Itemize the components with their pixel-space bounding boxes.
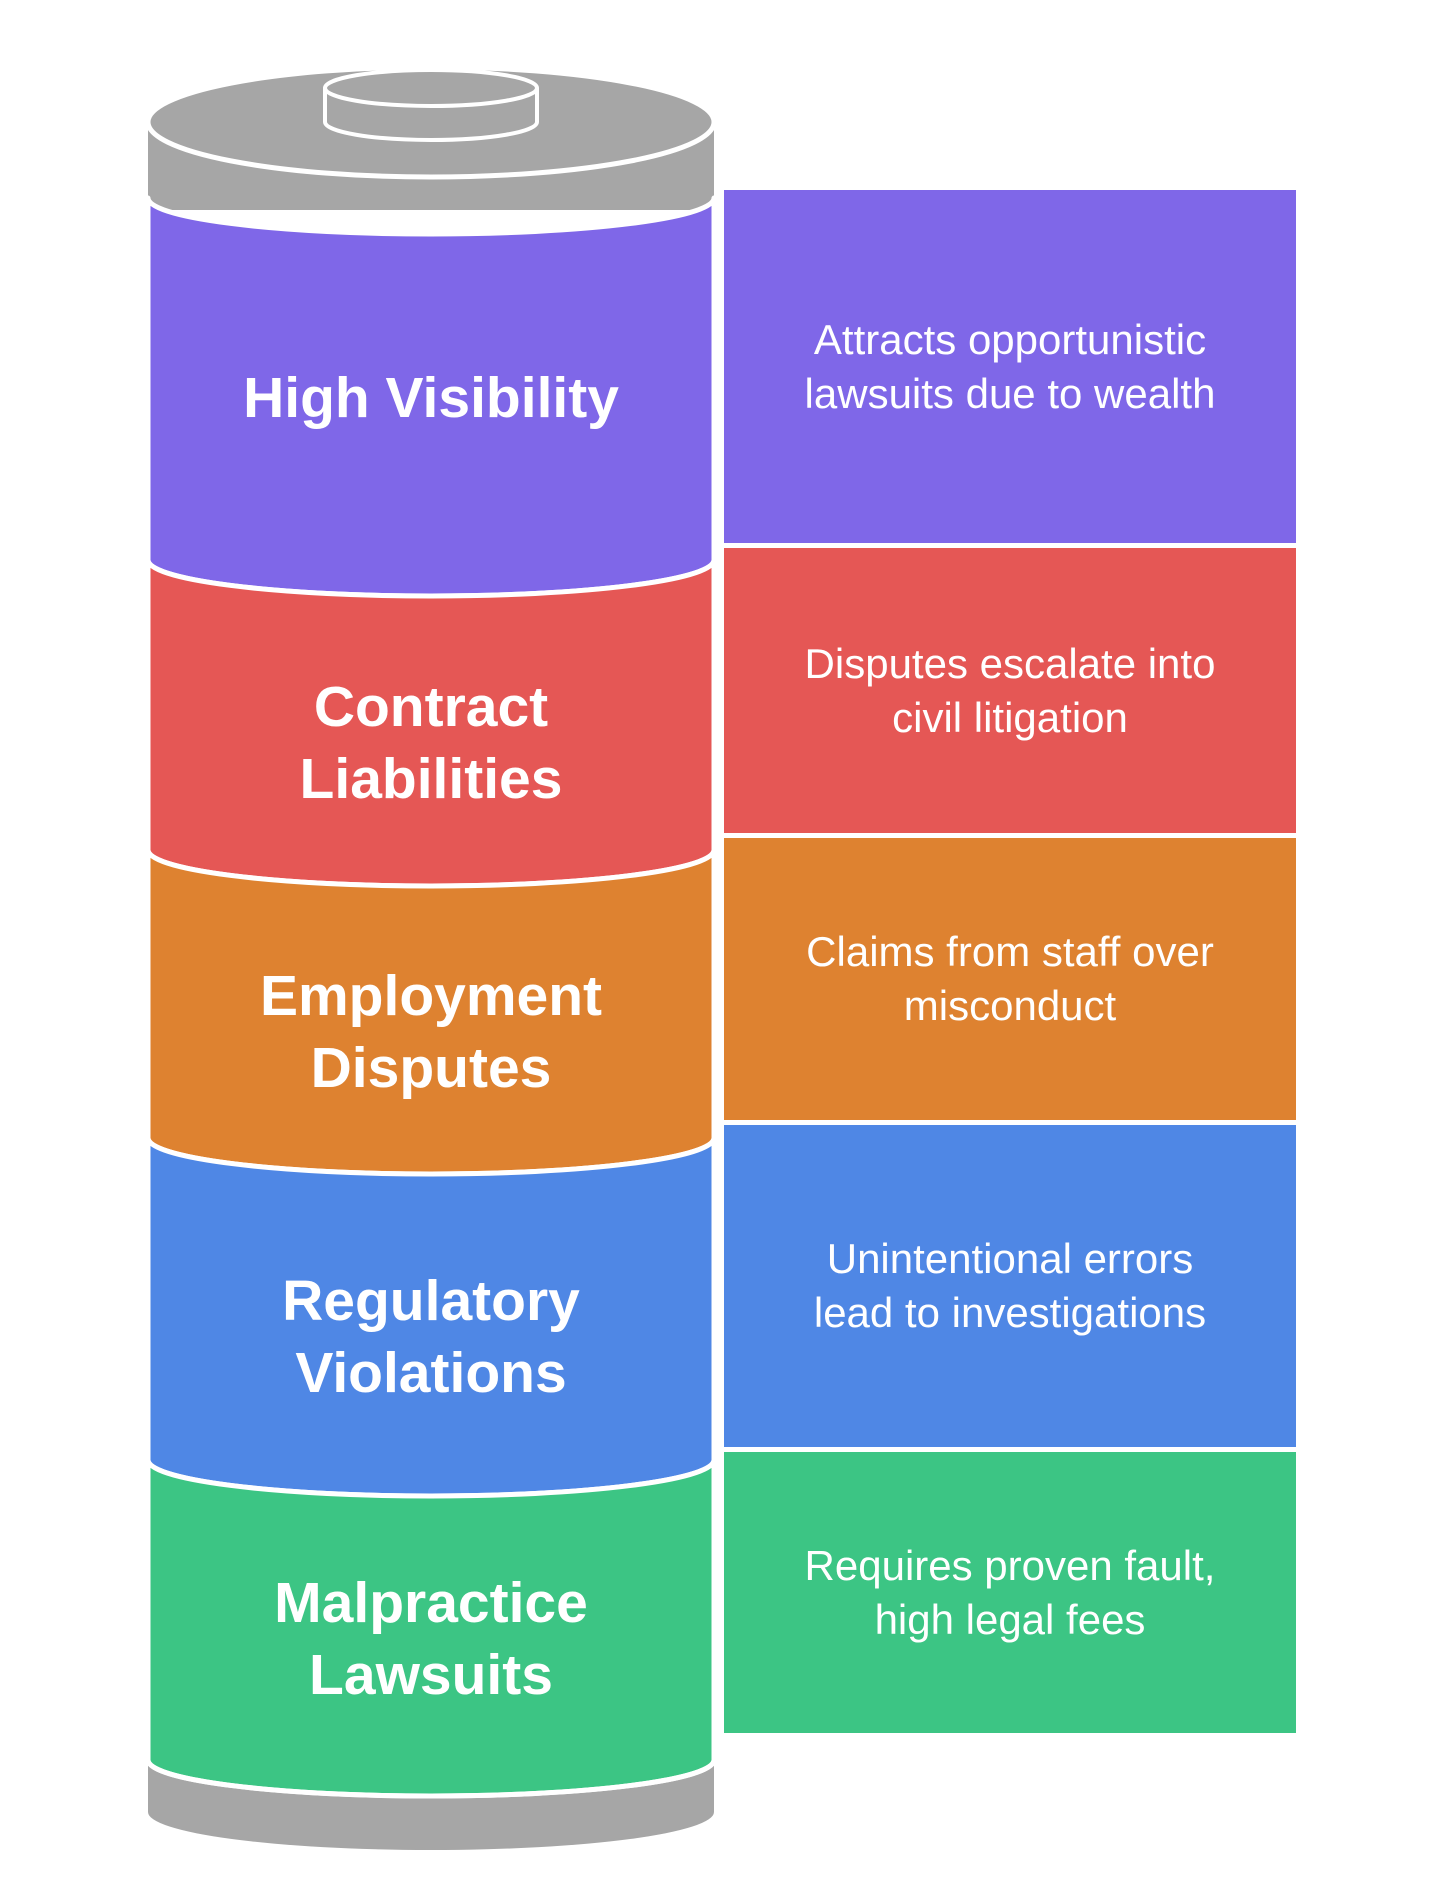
battery-base-edge (145, 1759, 717, 1799)
layer-label-regulatory-violations: Regulatory Violations (282, 1269, 580, 1405)
description-panel-high-visibility: Attracts opportunistic lawsuits due to w… (724, 190, 1296, 543)
layer-label-contract-liabilities: Contract Liabilities (299, 675, 563, 811)
layer-label-malpractice-lawsuits: Malpractice Lawsuits (274, 1571, 588, 1707)
layer-label-high-visibility: High Visibility (243, 366, 619, 430)
layer-label-employment-disputes: Employment Disputes (259, 964, 603, 1100)
description-panel-contract-liabilities: Disputes escalate into civil litigation (724, 548, 1296, 833)
description-panel-employment-disputes: Claims from staff over misconduct (724, 838, 1296, 1120)
description-panel-malpractice-lawsuits: Requires proven fault, high legal fees (724, 1452, 1296, 1733)
description-panel-regulatory-violations: Unintentional errors lead to investigati… (724, 1125, 1296, 1447)
battery-terminal-top (323, 68, 539, 108)
